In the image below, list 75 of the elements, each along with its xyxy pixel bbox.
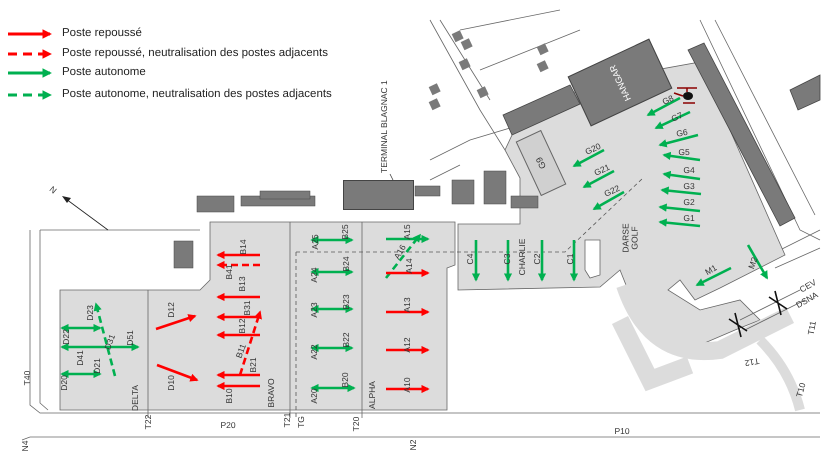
map-label: T11 [806, 320, 818, 336]
map-label: G20 [584, 142, 602, 156]
map-label: C1 [566, 254, 574, 264]
map-label: B31 [242, 300, 252, 316]
map-label: P10 [614, 426, 630, 436]
map-label: G7 [670, 110, 684, 124]
map-label: B21 [248, 357, 258, 373]
map-label: G1 [683, 214, 695, 222]
map-label: G5 [678, 148, 690, 156]
map-label: D41 [76, 350, 84, 366]
map-label: A15 [402, 224, 412, 240]
map-label: M1 [704, 263, 718, 277]
map-label: D22 [62, 329, 70, 345]
map-label: C3 [502, 254, 512, 264]
map-label: A23 [310, 302, 318, 318]
map-label: ALPHA [368, 381, 376, 409]
map-label: A20 [310, 388, 318, 404]
map-label: A24 [310, 267, 318, 283]
map-label: A14 [404, 258, 414, 274]
map-label: B10 [224, 388, 234, 404]
map-label: G8 [661, 94, 675, 106]
map-label: T21 [282, 412, 292, 428]
map-label: B23 [342, 294, 350, 310]
legend-text: Poste repoussé [62, 27, 142, 39]
map-label: B24 [342, 256, 350, 272]
map-label: G22 [602, 184, 622, 198]
map-label: A13 [402, 297, 412, 313]
map-label: D31 [103, 333, 117, 351]
map-label: DELTA [130, 384, 140, 412]
map-label: G2 [683, 198, 695, 206]
map-label: B25 [340, 224, 350, 240]
map-label: D23 [86, 305, 94, 321]
map-label: D21 [92, 358, 102, 374]
map-label: BRAVO [266, 378, 276, 408]
map-label: T20 [352, 416, 360, 432]
map-label: D10 [166, 375, 176, 391]
map-label: B12 [238, 318, 246, 334]
legend-text: Poste autonome [62, 66, 146, 78]
map-label: D20 [60, 375, 68, 391]
terminal-label: TERMINAL BLAGNAC 1 [378, 83, 390, 173]
map-label: C4 [466, 254, 474, 264]
building-label: G9 [534, 155, 548, 171]
map-label: D12 [166, 302, 176, 318]
map-label: N [48, 184, 58, 196]
map-label: DARSE GOLF [622, 222, 638, 255]
map-label: A22 [310, 344, 318, 360]
map-label: T10 [795, 382, 807, 398]
map-label: T12 [744, 356, 760, 368]
map-label: D51 [126, 330, 134, 346]
map-label: TG [296, 416, 306, 428]
map-label: A10 [402, 377, 412, 393]
map-label: N2 [408, 440, 418, 450]
map-label: M2 [746, 256, 760, 270]
map-label: N4 [20, 440, 30, 452]
map-label: C2 [532, 254, 542, 264]
map-label: T22 [144, 414, 152, 430]
map-label: G21 [592, 162, 612, 178]
legend-text: Poste autonome, neutralisation des postes adjacents [62, 88, 332, 100]
map-label: B11 [234, 342, 248, 360]
terminal-building [343, 180, 414, 210]
map-label: B14 [238, 239, 248, 255]
leader-line [390, 174, 394, 180]
map-label: B20 [340, 372, 350, 388]
map-label: B22 [342, 332, 350, 348]
map-label: G6 [676, 128, 688, 138]
map-label: P20 [220, 420, 236, 430]
map-label: CHARLIE [518, 238, 526, 276]
map-label: A12 [402, 337, 412, 353]
map-label: B13 [238, 276, 246, 292]
legend-text: Poste repoussé, neutralisation des postes adjacents [62, 47, 328, 59]
map-label: T40 [22, 370, 32, 386]
map-label: G3 [683, 182, 695, 190]
map-label: B41 [224, 264, 234, 280]
map-label: A25 [310, 234, 320, 250]
map-label: G4 [683, 166, 695, 174]
